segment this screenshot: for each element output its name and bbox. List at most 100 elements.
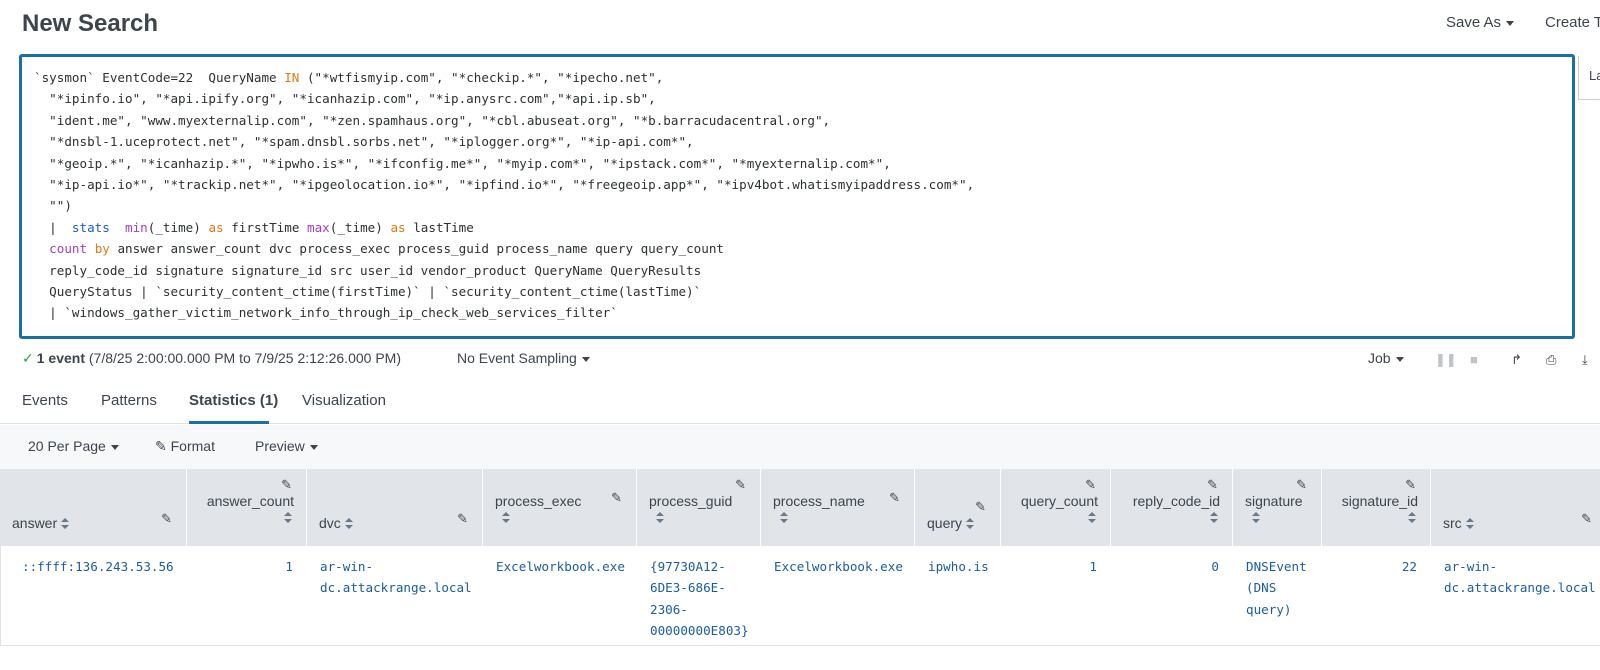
column-header-signature[interactable]: ✎ signature xyxy=(1233,469,1322,546)
event-sampling-dropdown[interactable]: No Event Sampling xyxy=(457,350,590,366)
cell-signature-id[interactable]: 22 xyxy=(1401,559,1417,574)
pencil-icon[interactable]: ✎ xyxy=(1296,477,1307,492)
cell-process-name[interactable]: Excelworkbook.exe xyxy=(774,559,903,574)
column-header-process-exec[interactable]: process_exec ✎ xyxy=(483,469,637,546)
column-header-process-guid[interactable]: ✎ process_guid xyxy=(637,469,761,546)
cell-process-guid[interactable]: {97730A12- 6DE3-686E- 2306- 00000000E803… xyxy=(650,559,749,639)
column-label: query_count xyxy=(1020,493,1098,509)
create-menu[interactable]: Create T xyxy=(1545,14,1600,31)
sort-icon[interactable] xyxy=(656,512,664,524)
chevron-down-icon xyxy=(1506,20,1515,26)
sort-icon[interactable] xyxy=(344,518,353,530)
column-header-answer-count[interactable]: ✎ answer_count xyxy=(187,469,307,546)
sort-icon[interactable] xyxy=(780,512,788,524)
query-keyword: IN xyxy=(284,70,300,85)
column-label: process_exec xyxy=(495,493,582,509)
column-header-dvc[interactable]: dvc ✎ xyxy=(307,469,483,546)
query-line: "*geoip.*", "*icanhazip.*", "*ipwho.is*"… xyxy=(34,153,1560,174)
column-label: answer xyxy=(12,515,58,531)
print-icon[interactable]: ⎙ xyxy=(1546,352,1557,367)
stop-icon[interactable]: ■ xyxy=(1470,352,1478,367)
column-label: reply_code_id xyxy=(1132,493,1220,509)
chevron-down-icon xyxy=(581,356,590,362)
cell-query[interactable]: ipwho.is xyxy=(928,559,989,574)
query-text: firstTime xyxy=(223,219,308,235)
cell-answer-count[interactable]: 1 xyxy=(285,559,293,574)
column-header-reply-code-id[interactable]: ✎ reply_code_id xyxy=(1111,469,1233,546)
cell-dvc[interactable]: ar-win- dc.attackrange.local xyxy=(320,559,472,596)
cell-query-count[interactable]: 1 xyxy=(1089,559,1097,574)
sort-icon[interactable] xyxy=(966,518,975,530)
results-toolbar: 20 Per Page ✎ Format Preview xyxy=(0,425,1600,469)
column-header-src[interactable]: src ✎ xyxy=(1431,469,1600,546)
chevron-down-icon xyxy=(309,444,318,450)
pencil-icon[interactable]: ✎ xyxy=(975,499,986,514)
query-line: | `windows_gather_victim_network_info_th… xyxy=(34,302,1560,323)
preview-dropdown[interactable]: Preview xyxy=(255,438,318,454)
column-header-process-name[interactable]: process_name ✎ xyxy=(761,469,915,546)
query-keyword: max xyxy=(307,219,330,235)
preview-label: Preview xyxy=(255,438,305,454)
pencil-icon[interactable]: ✎ xyxy=(1581,511,1592,526)
sort-icon[interactable] xyxy=(61,518,70,530)
pencil-icon[interactable]: ✎ xyxy=(281,477,292,492)
query-line: | stats min(_time) as firstTime max(_tim… xyxy=(34,217,1560,238)
job-menu[interactable]: Job xyxy=(1368,350,1404,366)
cell-signature[interactable]: DNSEvent (DNS query) xyxy=(1246,559,1307,617)
query-text: answer answer_count dvc process_exec pro… xyxy=(109,241,725,257)
active-tab-indicator xyxy=(189,421,269,424)
pencil-icon[interactable]: ✎ xyxy=(161,511,172,526)
format-button[interactable]: ✎ Format xyxy=(155,438,215,455)
column-header-query[interactable]: ✎ query xyxy=(915,469,1001,546)
cell-answer[interactable]: ::ffff:136.243.53.56 xyxy=(22,559,174,574)
query-keyword: as xyxy=(208,219,224,235)
search-query-editor[interactable]: `sysmon` EventCode=22 QueryName IN ("*wt… xyxy=(19,54,1575,339)
query-line: `sysmon` EventCode=22 QueryName IN ("*wt… xyxy=(34,67,1560,88)
pencil-icon[interactable]: ✎ xyxy=(611,490,622,505)
tab-events[interactable]: Events xyxy=(22,392,68,409)
pencil-icon[interactable]: ✎ xyxy=(1405,477,1416,492)
pencil-icon[interactable]: ✎ xyxy=(1085,477,1096,492)
sort-icon[interactable] xyxy=(1408,512,1416,524)
column-label: src xyxy=(1443,515,1462,531)
save-as-label: Save As xyxy=(1446,14,1502,31)
pause-icon[interactable]: ❚❚ xyxy=(1435,352,1457,367)
tab-statistics[interactable]: Statistics (1) xyxy=(189,392,279,409)
column-header-query-count[interactable]: ✎ query_count xyxy=(1001,469,1111,546)
share-icon[interactable]: ↱ xyxy=(1511,352,1522,367)
event-count: 1 event xyxy=(36,350,85,366)
side-panel-tab[interactable]: La xyxy=(1578,56,1600,100)
job-status: ✓1 event (7/8/25 2:00:00.000 PM to 7/9/2… xyxy=(22,350,401,367)
column-header-answer[interactable]: answer ✎ xyxy=(0,469,187,546)
sort-icon[interactable] xyxy=(1465,518,1474,530)
query-text: (_time) xyxy=(147,219,209,235)
query-text xyxy=(34,241,49,256)
query-text: QueryStatus | `security_content_ctime(fi… xyxy=(34,284,702,300)
cell-process-exec[interactable]: Excelworkbook.exe xyxy=(496,559,625,574)
query-line: "*ip-api.io*", "*trackip.net*", "*ipgeol… xyxy=(34,174,1560,195)
query-line: count by answer answer_count dvc process… xyxy=(34,238,1560,259)
query-text: "*dnsbl-1.uceprotect.net", "*spam.dnsbl.… xyxy=(34,134,694,150)
query-text: "") xyxy=(34,198,72,214)
pencil-icon[interactable]: ✎ xyxy=(735,477,746,492)
sort-icon[interactable] xyxy=(284,512,292,524)
export-icon[interactable]: ⤓ xyxy=(1582,352,1588,367)
sort-icon[interactable] xyxy=(1210,512,1218,524)
tab-visualization[interactable]: Visualization xyxy=(302,392,386,409)
sort-icon[interactable] xyxy=(1252,512,1260,524)
query-text: lastTime xyxy=(405,219,474,235)
page-title: New Search xyxy=(22,10,159,37)
search-query-text[interactable]: `sysmon` EventCode=22 QueryName IN ("*wt… xyxy=(22,57,1572,324)
column-header-signature-id[interactable]: ✎ signature_id xyxy=(1322,469,1431,546)
pencil-icon[interactable]: ✎ xyxy=(457,511,468,526)
pencil-icon[interactable]: ✎ xyxy=(1207,477,1218,492)
tab-patterns[interactable]: Patterns xyxy=(101,392,157,409)
pencil-icon[interactable]: ✎ xyxy=(889,490,900,505)
query-line: "") xyxy=(34,195,1560,216)
per-page-dropdown[interactable]: 20 Per Page xyxy=(28,438,119,454)
sort-icon[interactable] xyxy=(502,512,510,524)
cell-reply-code-id[interactable]: 0 xyxy=(1211,559,1219,574)
sort-icon[interactable] xyxy=(1088,512,1096,524)
save-as-menu[interactable]: Save As xyxy=(1446,14,1515,31)
cell-src[interactable]: ar-win- dc.attackrange.local xyxy=(1444,559,1596,596)
